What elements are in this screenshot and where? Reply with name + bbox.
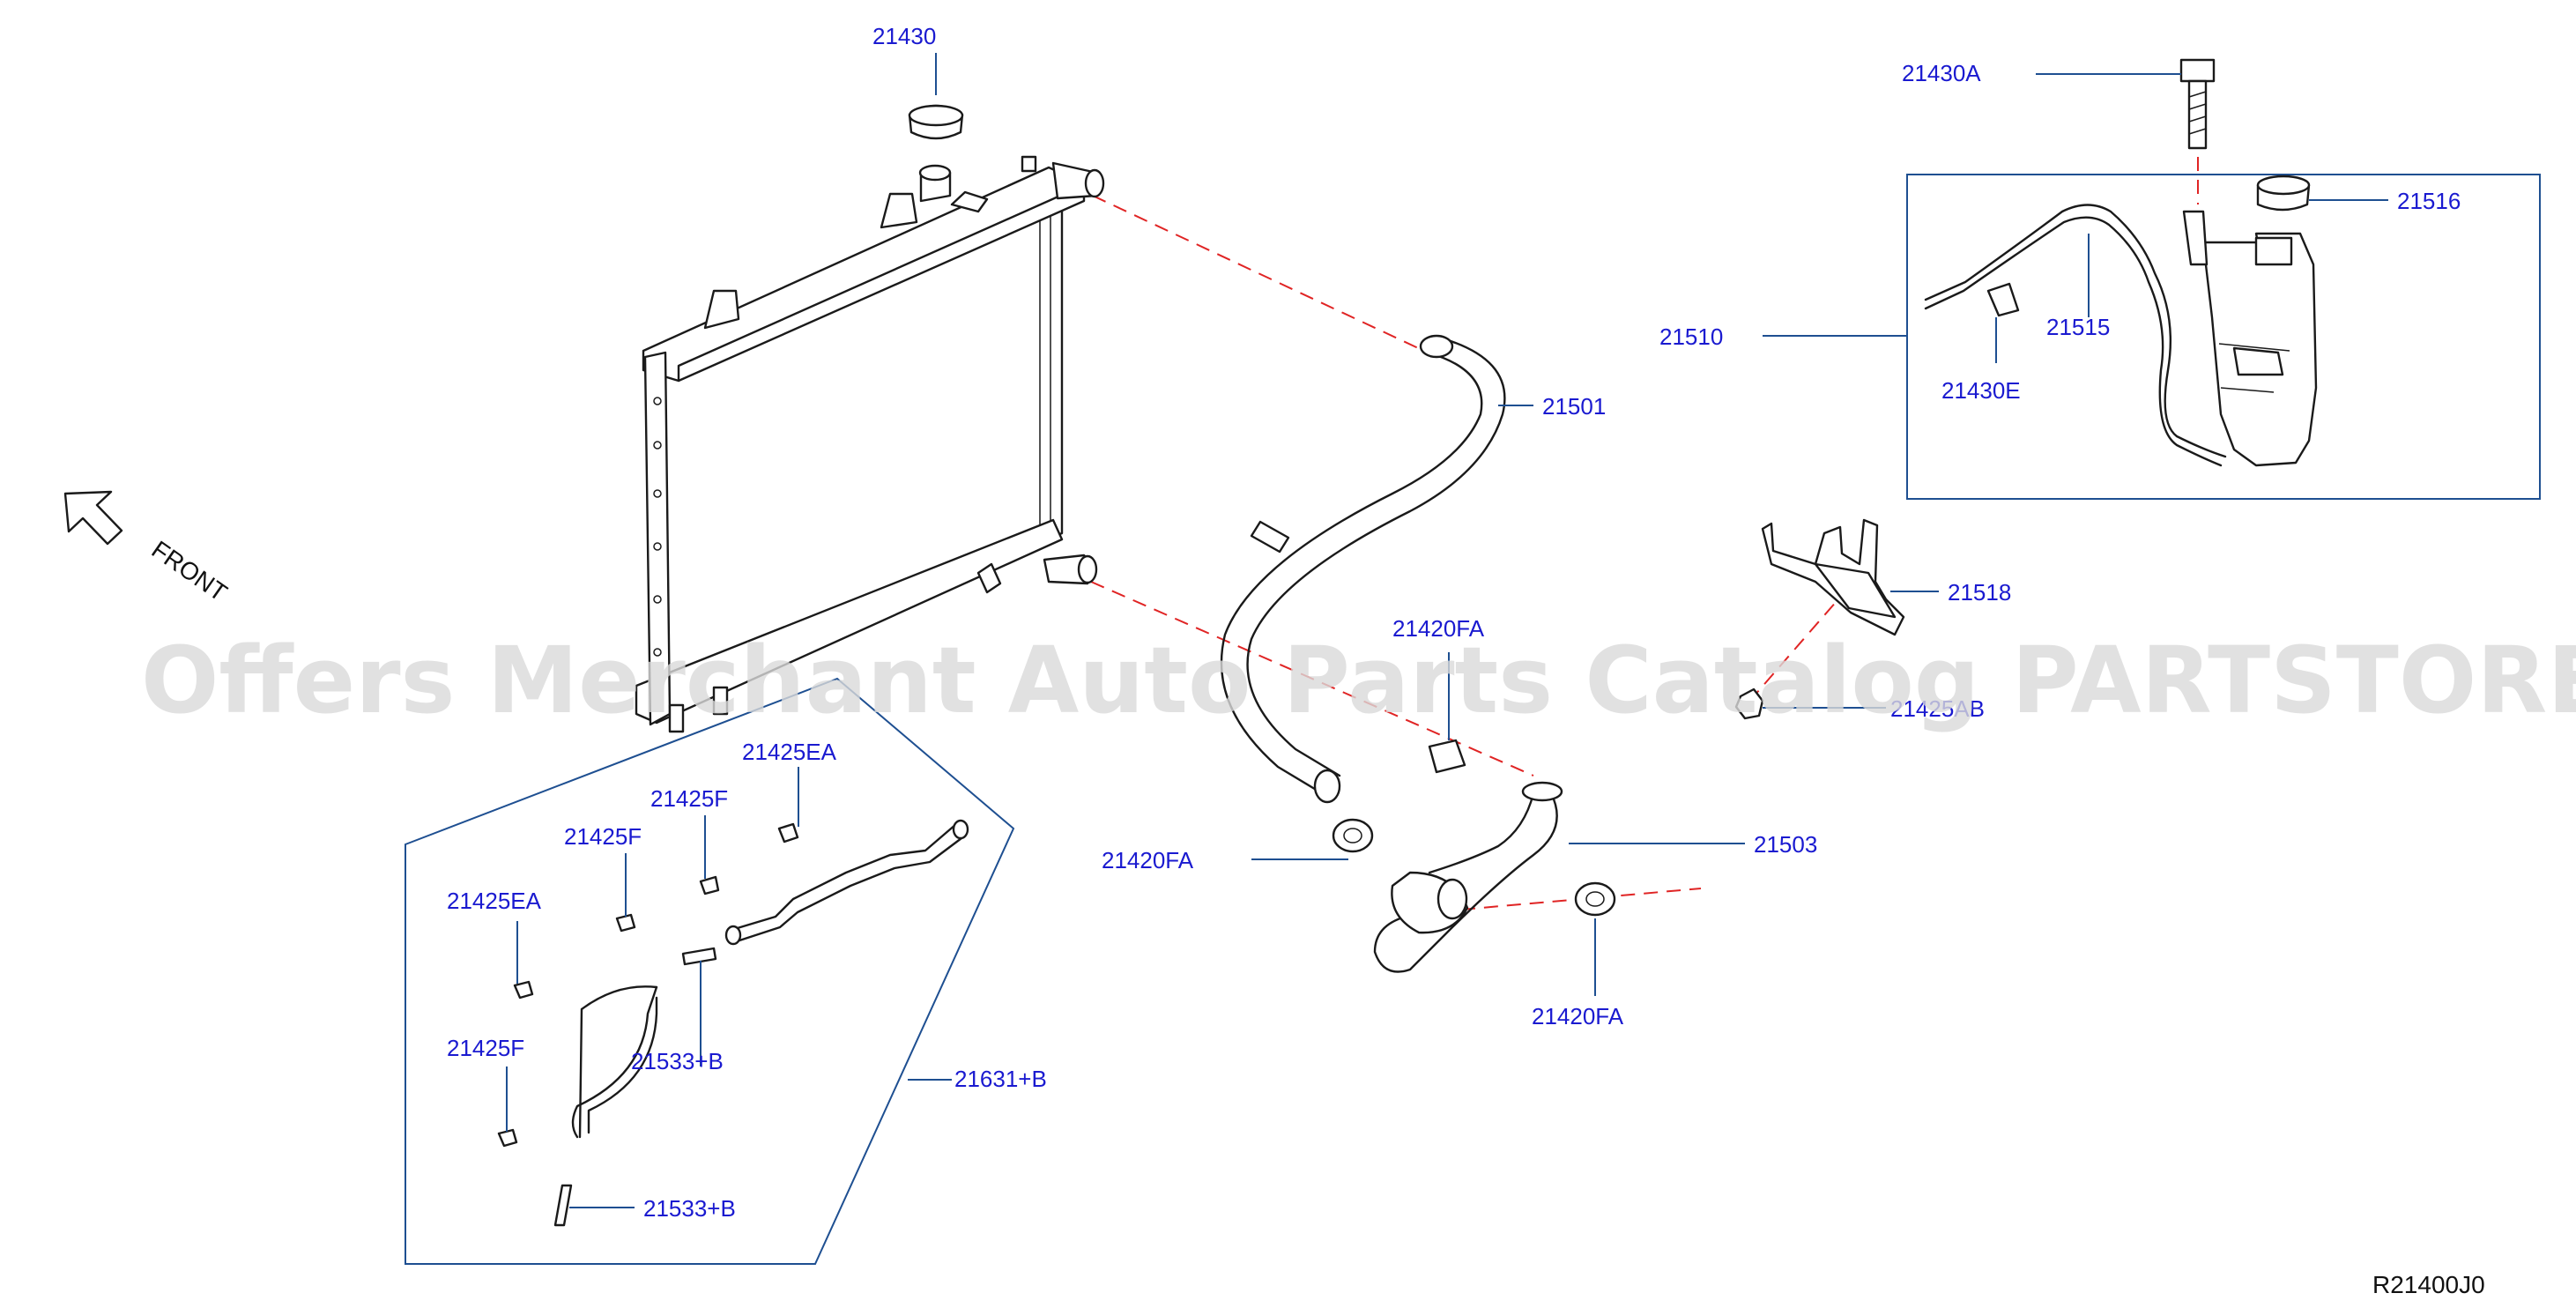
clamp-21425EA-top[interactable] — [777, 767, 799, 844]
label-21518: 21518 — [1948, 579, 2011, 606]
reservoir-hose[interactable] — [1924, 204, 2227, 467]
label-21631B: 21631+B — [954, 1066, 1047, 1092]
reservoir-bracket[interactable] — [1761, 518, 1939, 636]
kit-hose-lower[interactable] — [571, 985, 658, 1139]
reservoir-cap[interactable] — [2256, 175, 2388, 212]
hose-clamp-b[interactable] — [1251, 818, 1374, 860]
radiator[interactable] — [635, 155, 1105, 733]
label-21420FA-b: 21420FA — [1102, 847, 1194, 873]
label-21503: 21503 — [1754, 831, 1817, 858]
label-21515: 21515 — [2046, 314, 2110, 340]
label-21420FA-c: 21420FA — [1532, 1003, 1624, 1029]
label-21425F-b: 21425F — [564, 823, 642, 850]
label-21510: 21510 — [1659, 323, 1723, 350]
clamp-21425F-top[interactable] — [699, 815, 720, 896]
label-21533B-b: 21533+B — [643, 1195, 736, 1222]
bracket-nut[interactable] — [1734, 687, 1886, 720]
mounting-bolt[interactable] — [2036, 58, 2216, 150]
radiator-cap[interactable] — [908, 53, 964, 140]
connector-b[interactable] — [553, 1184, 635, 1227]
label-21516: 21516 — [2397, 188, 2461, 214]
connector-a[interactable] — [681, 947, 717, 1066]
label-21425F-a: 21425F — [650, 785, 728, 812]
label-21533B-a: 21533+B — [631, 1048, 724, 1074]
upper-hose[interactable] — [1220, 334, 1533, 804]
front-label: FRONT — [147, 536, 233, 607]
hose-clamp-c[interactable] — [1574, 881, 1616, 996]
clamp-21425F-mid[interactable] — [615, 853, 636, 933]
watermark-text: Offers Merchant Auto Parts Catalog PARTS… — [141, 627, 2576, 734]
kit-hose-upper[interactable] — [724, 819, 969, 946]
label-21420FA-a: 21420FA — [1392, 615, 1485, 642]
diagram-code: R21400J0 — [2372, 1271, 2485, 1298]
label-21430A: 21430A — [1902, 60, 1981, 86]
clamp-21425F-left[interactable] — [497, 1066, 518, 1148]
hose-clip[interactable] — [1986, 282, 2020, 363]
clamp-21425EA-left[interactable] — [513, 921, 534, 1000]
reservoir-tank[interactable] — [2182, 210, 2318, 467]
label-21430: 21430 — [872, 23, 936, 49]
label-21425EA-b: 21425EA — [447, 888, 542, 914]
front-direction-arrow: FRONT — [63, 490, 233, 607]
label-21425F-c: 21425F — [447, 1035, 524, 1061]
hose-clamp-a[interactable] — [1428, 652, 1466, 774]
label-21430E: 21430E — [1941, 377, 2021, 404]
kit-outline — [405, 677, 1015, 1265]
label-21425AB: 21425AB — [1890, 695, 1985, 722]
label-21501: 21501 — [1542, 393, 1606, 420]
lower-hose[interactable] — [1373, 781, 1745, 973]
label-21425EA-a: 21425EA — [742, 739, 837, 765]
